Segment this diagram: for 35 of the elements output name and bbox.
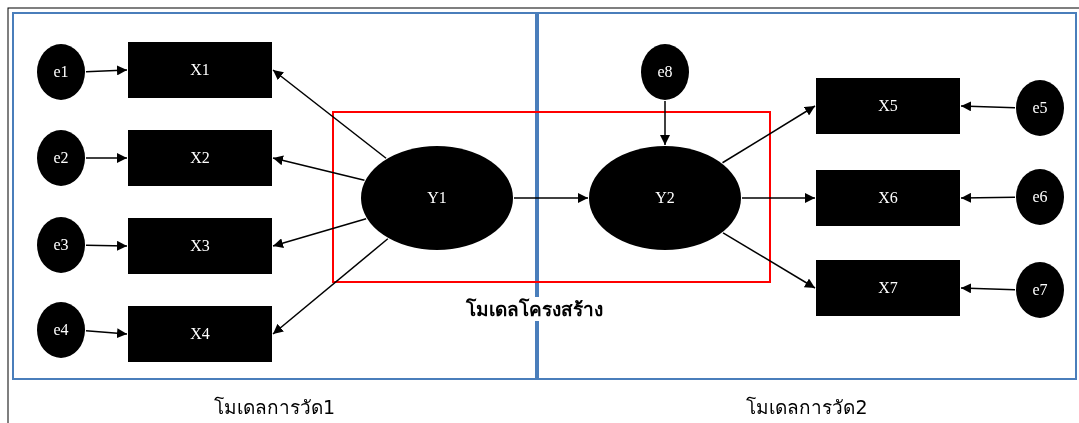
error-term-circle: e3 [37, 217, 85, 273]
error-term-circle: e5 [1016, 80, 1064, 136]
error-term-circle: e6 [1016, 169, 1064, 225]
arrow [272, 218, 367, 248]
arrow [85, 328, 128, 339]
arrow [272, 238, 389, 335]
error-term-circle: e1 [37, 44, 85, 100]
arrow [660, 100, 670, 146]
observed-variable-box: X2 [128, 130, 272, 186]
arrow [272, 155, 366, 182]
observed-variable-box: X4 [128, 306, 272, 362]
arrow [85, 153, 128, 163]
observed-variable-box: X6 [816, 170, 960, 226]
arrow [85, 65, 128, 76]
latent-variable-ellipse: Y1 [361, 146, 513, 250]
arrow [960, 283, 1016, 294]
arrow [960, 192, 1016, 203]
panel-title: โมเดลการวัด1 [212, 395, 337, 420]
arrow [960, 101, 1016, 112]
arrow [741, 193, 816, 203]
arrow [722, 232, 816, 289]
observed-variable-box: X1 [128, 42, 272, 98]
arrow [85, 240, 128, 251]
arrow [721, 105, 816, 164]
error-term-circle: e8 [641, 44, 689, 100]
latent-variable-ellipse: Y2 [589, 146, 741, 250]
error-term-circle: e7 [1016, 262, 1064, 318]
error-term-circle: e2 [37, 130, 85, 186]
observed-variable-box: X5 [816, 78, 960, 134]
panel-title: โมเดลการวัด2 [745, 395, 869, 420]
error-term-circle: e4 [37, 302, 85, 358]
arrow [513, 193, 589, 203]
observed-variable-box: X7 [816, 260, 960, 316]
arrow [272, 69, 387, 159]
observed-variable-box: X3 [128, 218, 272, 274]
